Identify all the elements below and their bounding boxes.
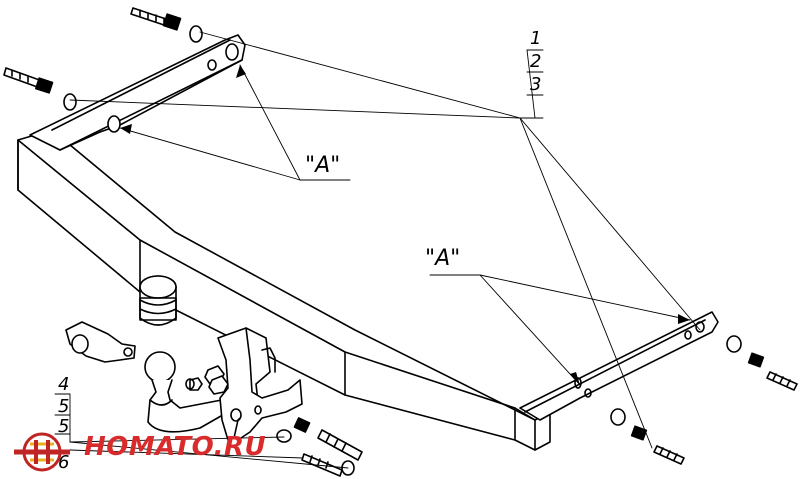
leader-lines — [54, 31, 701, 469]
part-number-3: 3 — [530, 74, 542, 95]
bracket-nut-left-upper — [207, 43, 239, 71]
bolt-bottom-right — [610, 408, 685, 465]
bracket-nut-left-lower — [107, 115, 121, 133]
hitch-bracket — [217, 327, 303, 441]
part-number-5b: 5 — [58, 416, 70, 437]
callout-a-right: "A" — [425, 246, 461, 271]
brand-logo-text: HOMATO.RU — [84, 432, 267, 462]
part-number-5: 5 — [58, 396, 70, 417]
part-number-4: 4 — [58, 374, 70, 395]
tow-ball-cap — [139, 275, 177, 326]
bolt-lower-2 — [301, 453, 355, 477]
bolt-lower-1 — [276, 417, 363, 461]
tow-ball-neck — [144, 351, 233, 433]
logo-emblem — [14, 432, 70, 472]
part-number-2: 2 — [530, 51, 542, 72]
tow-ball-collar — [139, 297, 177, 321]
left-mounting-bracket — [29, 34, 246, 151]
brand-logo[interactable]: HOMATO.RU — [8, 426, 266, 474]
arrowheads — [120, 65, 690, 385]
bolt-right — [726, 335, 798, 391]
bolt-top-left — [130, 7, 203, 43]
electrical-socket-plate — [65, 321, 136, 363]
part-number-1: 1 — [530, 28, 542, 49]
hitch-nuts — [185, 365, 229, 395]
callout-a-top: "A" — [305, 153, 341, 178]
bracket-hole-right — [574, 321, 705, 398]
bolt-left — [3, 67, 77, 111]
part-number-6: 6 — [58, 452, 70, 473]
